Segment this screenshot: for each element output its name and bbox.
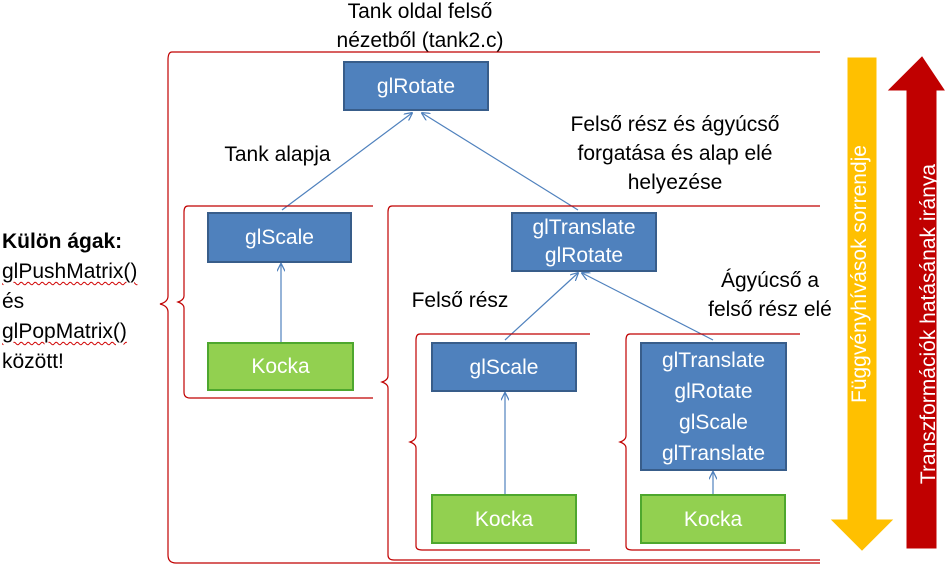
bracket-top [380,205,820,561]
node-barrel-line-3: glScale [679,410,748,434]
node-top-transform-line-1: glTranslate [532,216,636,239]
side-note-line-5: között! [2,350,64,373]
effect-direction-arrow [887,56,945,549]
side-note-line-3: és [2,290,25,313]
label-top-rotate-line-3: helyezése [627,171,723,194]
effect-direction-label: Transzformációk hatásának iránya [917,163,940,485]
node-base-glscale: glScale [207,212,352,263]
label-barrel: Ágyúcső a felső rész elé [690,266,850,324]
bracket-outer [159,51,820,564]
edge-top-to-root [422,113,579,211]
node-barrel-line-4: glTranslate [661,441,766,465]
label-barrel-line-1: Ágyúcső a [720,269,820,292]
node-barrel-line-2: glRotate [674,379,753,403]
title-line-1: Tank oldal felső [347,0,493,23]
node-top-transform-line-2: glRotate [544,244,624,267]
label-top-rotate-line-1: Felső rész és ágyúcső [570,113,780,136]
label-upper-part: Felső rész [411,289,509,312]
node-root-glrotate: glRotate [343,61,489,111]
node-barrel-kocka: Kocka [640,494,786,544]
title-line-2: nézetből (tank2.c) [336,29,504,52]
side-note-line-2: glPushMatrix() [2,260,138,283]
node-barrel-transform: glTranslate glRotate glScale glTranslate [640,342,787,471]
bracket-upper [408,333,590,551]
label-top-rotate-line-2: forgatása és alap elé [577,142,773,165]
call-order-label: Függvényhívások sorrendje [848,145,871,403]
label-barrel-line-2: felső rész elé [708,298,832,321]
call-order-arrow [830,57,894,551]
side-note-line-1: Külön ágak: [2,230,123,253]
side-note-line-4: glPopMatrix() [2,320,127,343]
edge-base-to-root [281,113,412,211]
side-note: Külön ágak: glPushMatrix() és glPopMatri… [2,227,152,377]
edge-barrel-to-top [582,273,714,341]
bracket-barrel [618,333,800,551]
node-upper-glscale: glScale [431,342,577,392]
node-upper-kocka: Kocka [431,494,577,544]
node-base-kocka: Kocka [207,342,354,391]
diagram-title: Tank oldal felső nézetből (tank2.c) [270,0,570,55]
scope-brackets [159,51,820,564]
node-barrel-line-1: glTranslate [661,348,766,372]
node-top-transform: glTranslate glRotate [511,212,657,272]
edge-upper-to-top [504,273,578,341]
bracket-base [176,205,373,399]
label-top-rotate: Felső rész és ágyúcső forgatása és alap … [535,110,815,197]
label-tank-base: Tank alapja [224,143,331,166]
